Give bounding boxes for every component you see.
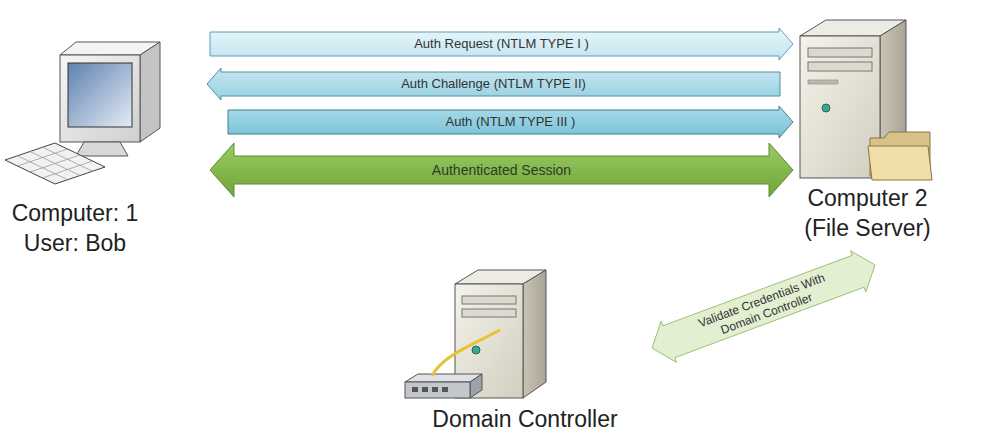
client-computer-icon — [5, 42, 160, 184]
monitor-side — [140, 42, 160, 142]
port — [432, 387, 438, 392]
network-switch — [405, 382, 470, 398]
monitor-screen — [68, 63, 132, 127]
validate-arrow — [652, 251, 875, 363]
connector-group — [207, 28, 875, 362]
node-caption: Domain Controller — [400, 404, 650, 434]
drive-slot — [808, 80, 838, 84]
edge-label: Auth Challenge (NTLM TYPE II) — [401, 76, 586, 92]
server-front — [800, 36, 880, 178]
drive-bay — [808, 62, 872, 71]
drive-bay — [808, 48, 872, 57]
file-server: Computer 2 (File Server) — [795, 15, 955, 263]
power-light — [822, 104, 830, 112]
monitor-stand — [76, 142, 128, 156]
client-computer: Computer: 1 User: Bob — [0, 35, 205, 258]
edge-label: Auth (NTLM TYPE III ) — [446, 114, 576, 130]
network-cable — [432, 330, 500, 376]
server-side — [523, 270, 546, 398]
folder-front — [868, 146, 932, 180]
switch-top — [405, 374, 482, 382]
session-arrow — [210, 143, 793, 197]
edge-label: Authenticated Session — [432, 162, 571, 179]
keyboard — [5, 143, 105, 184]
domain-controller: Domain Controller — [400, 262, 650, 434]
file-server-icon — [800, 20, 932, 180]
auth-response-arrow — [228, 106, 793, 138]
key-column — [18, 156, 68, 180]
port — [422, 387, 428, 392]
port — [442, 387, 448, 392]
port — [412, 387, 418, 392]
auth-challenge-arrow — [207, 68, 780, 100]
switch-side — [470, 374, 482, 398]
keyboard-keys — [18, 147, 93, 180]
edge-label: Auth Request (NTLM TYPE I ) — [414, 36, 589, 52]
drive-bay — [462, 296, 516, 304]
domain-controller-icon — [405, 270, 546, 398]
monitor-front — [60, 55, 140, 142]
node-caption: Computer 2 (File Server) — [795, 183, 940, 243]
switch-ports — [412, 387, 448, 392]
power-light — [472, 346, 480, 354]
key-column — [43, 147, 93, 171]
drive-bay — [462, 309, 516, 317]
key-column — [30, 152, 80, 176]
edge-label: Validate Credentials With Domain Control… — [693, 269, 834, 344]
auth-request-arrow — [210, 28, 793, 60]
node-caption: Computer: 1 User: Bob — [0, 198, 150, 258]
